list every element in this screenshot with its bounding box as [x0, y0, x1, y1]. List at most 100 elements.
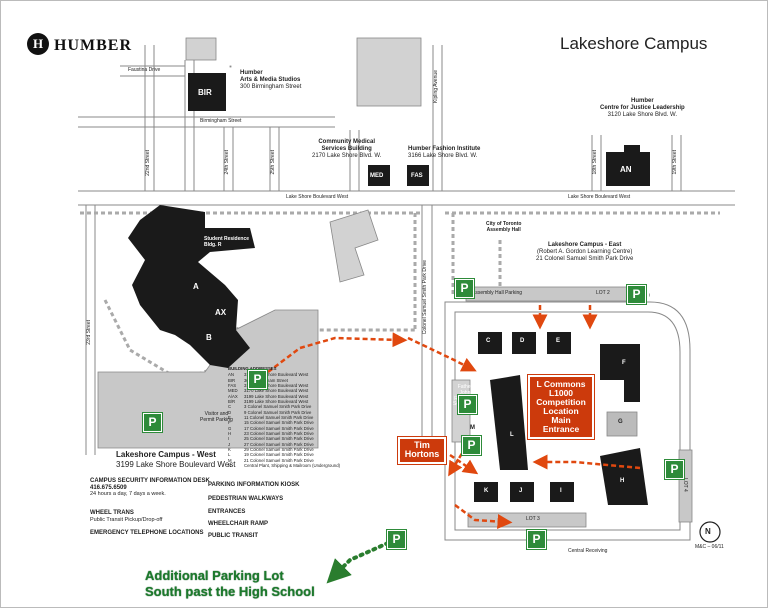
label-a: A — [193, 282, 199, 291]
additional-parking-note: Additional Parking Lot South past the Hi… — [145, 568, 315, 599]
building-d — [512, 332, 536, 354]
legend-walkways: PEDESTRIAN WALKWAYS — [208, 496, 284, 502]
label-j: J — [519, 488, 523, 494]
legend-ramp: WHEELCHAIR RAMP — [208, 521, 268, 527]
legend-kiosk: PARKING INFORMATION KIOSK — [208, 482, 300, 488]
street-19th: 19th Street — [672, 150, 678, 175]
label-version: M&C – 06/11 — [695, 544, 724, 550]
label-fas: FAS — [411, 173, 423, 179]
building-i — [550, 482, 574, 502]
parking-sign-icon: P — [526, 529, 547, 550]
label-central-receiving: Central Receiving — [568, 548, 608, 554]
street-faustina: Faustina Drive — [128, 67, 161, 73]
label-b: B — [206, 333, 212, 342]
humber-logo-text: HUMBER — [54, 37, 132, 54]
building-k — [474, 482, 498, 502]
street-24th: 24th Street — [224, 150, 230, 175]
building-l — [490, 375, 528, 470]
legend-emergency: EMERGENCY TELEPHONE LOCATIONS — [90, 530, 204, 536]
label-d: D — [520, 338, 525, 344]
label-an: AN — [620, 165, 632, 174]
building-c — [478, 332, 502, 354]
parking-sign-icon: P — [142, 412, 163, 433]
label-m: M — [470, 425, 475, 431]
label-f: F — [622, 360, 626, 366]
street-colonel: Colonel Samuel Smith Park Drive — [422, 260, 428, 335]
label-h: H — [620, 478, 625, 484]
parking-sign-icon: P — [454, 278, 475, 299]
route-arrows — [267, 305, 641, 529]
parking-sign-icon: P — [626, 284, 647, 305]
roads — [78, 45, 735, 541]
label-l: L — [510, 432, 514, 438]
parking-sign-icon: P — [461, 435, 482, 456]
label-assembly-parking: Assembly Hall Parking — [472, 290, 523, 296]
street-lake-shore-west: Lake Shore Boulevard West — [286, 194, 349, 200]
additional-parking-arrow — [326, 541, 390, 584]
street-23rd: 23rd Street — [86, 320, 92, 345]
humber-logo-icon: H — [27, 33, 49, 55]
label-med: MED — [370, 173, 384, 179]
street-birmingham: Birmingham Street — [200, 118, 242, 124]
street-kipling: Kipling Avenue — [433, 70, 439, 103]
building-f — [600, 344, 640, 402]
compass-rose — [699, 521, 721, 543]
label-lot4: LOT 4 — [681, 478, 688, 492]
label-lot3: LOT 3 — [526, 516, 540, 522]
building-j — [510, 482, 534, 502]
parking-sign-icon: P — [247, 369, 268, 390]
building-fas — [407, 165, 429, 186]
building-bir — [188, 73, 226, 111]
legend-entrances: ENTRANCES — [208, 509, 246, 515]
street-lake-shore-east: Lake Shore Boulevard West — [568, 194, 631, 200]
label-ax: AX — [215, 308, 227, 317]
compass-n: N — [705, 527, 711, 536]
label-i: I — [560, 488, 562, 494]
parking-sign-icon: P — [457, 394, 478, 415]
street-18th: 18th Street — [592, 150, 598, 175]
parking-sign-icon: P — [386, 529, 407, 550]
street-22nd: 22nd Street — [145, 150, 151, 176]
label-lot2: LOT 2 — [596, 290, 610, 296]
legend-transit: PUBLIC TRANSIT — [208, 533, 258, 539]
buildings — [128, 73, 650, 505]
label-k: K — [484, 488, 489, 494]
map-title: Lakeshore Campus — [560, 34, 708, 53]
parking-sign-icon: P — [664, 459, 685, 480]
label-e: E — [556, 338, 561, 344]
label-bir: BIR — [198, 88, 212, 97]
label-g: G — [618, 419, 623, 425]
building-med — [368, 165, 390, 186]
building-an — [606, 145, 650, 186]
